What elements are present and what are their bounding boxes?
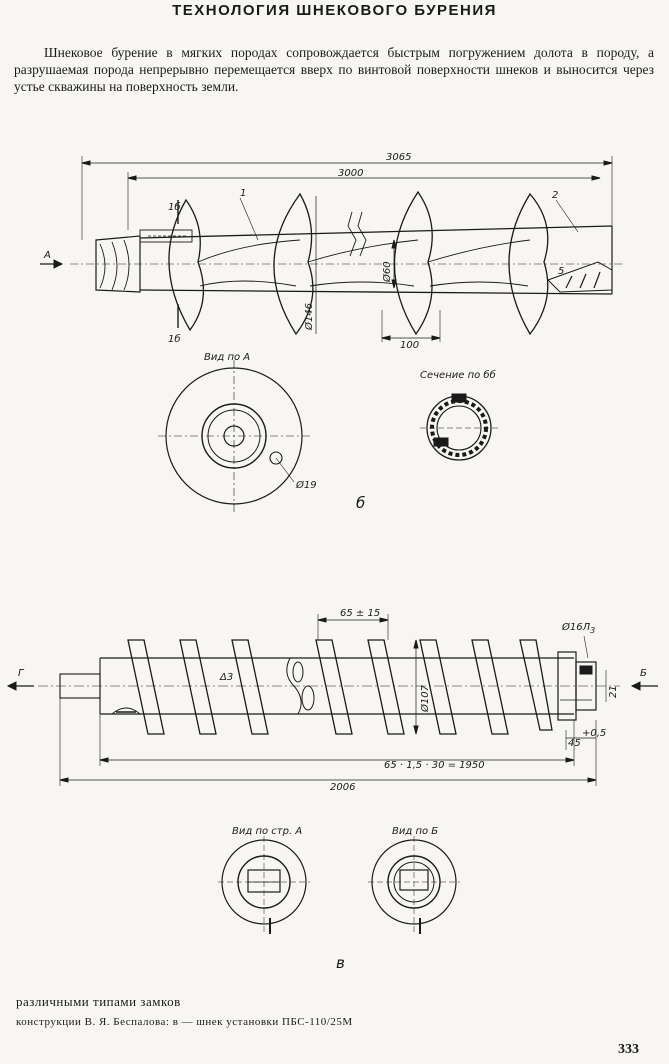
intro-paragraph: Шнековое бурение в мягких породах сопров… bbox=[14, 45, 654, 94]
fig-b-section-top: 1б bbox=[168, 201, 181, 213]
fig-v-dim-45: 45 bbox=[568, 738, 581, 749]
figure-b-section bbox=[420, 393, 498, 461]
fig-b-hole-dia: Ø19 bbox=[295, 479, 317, 491]
fig-b-dim-inner: 3000 bbox=[338, 168, 363, 179]
fig-v-hole-sub: 3 bbox=[590, 626, 595, 635]
fig-b-part-1: 1 bbox=[240, 188, 246, 199]
figure-v-side-view bbox=[6, 614, 658, 786]
fig-b-view-a-label: Вид по А bbox=[204, 352, 250, 363]
fig-v-pitch: 65 ± 15 bbox=[340, 608, 380, 619]
fig-b-view-arrow: А bbox=[43, 250, 51, 261]
fig-b-section-bottom: 1б bbox=[168, 333, 181, 345]
fig-v-letter: в bbox=[336, 954, 345, 972]
fig-v-dim-45-tol: +0,5 bbox=[582, 728, 606, 739]
figure-b-side-view bbox=[40, 156, 625, 342]
fig-b-dim-total: 3065 bbox=[386, 152, 411, 163]
caption-line-2: конструкции В. Я. Беспалова: в — шнек ус… bbox=[16, 1016, 353, 1028]
fig-b-letter: б bbox=[356, 494, 365, 512]
fig-v-length-formula: 65 · 1,5 · 30 = 1950 bbox=[384, 760, 485, 771]
fig-v-length-total: 2006 bbox=[330, 782, 355, 793]
page-title: ТЕХНОЛОГИЯ ШНЕКОВОГО БУРЕНИЯ bbox=[172, 2, 497, 19]
fig-b-dia-shaft: Ø60 bbox=[381, 261, 393, 283]
fig-v-view-a-label: Вид по стр. А bbox=[232, 826, 302, 837]
fig-v-dia: Ø107 bbox=[419, 684, 431, 713]
page-number: 333 bbox=[618, 1042, 639, 1057]
fig-v-right-arrow: Б bbox=[640, 668, 647, 679]
fig-b-part-5: 5 bbox=[558, 266, 564, 277]
fig-b-section-label: Сечение по бб bbox=[420, 369, 496, 381]
fig-v-hole-text: Ø16Л bbox=[561, 621, 591, 633]
figure-v-end-views bbox=[218, 836, 460, 934]
fig-v-view-b-label: Вид по Б bbox=[392, 826, 438, 837]
fig-v-hole: Ø16Л3 bbox=[561, 621, 595, 635]
figure-b-view-a bbox=[158, 360, 312, 512]
fig-v-wall: Δ3 bbox=[219, 672, 233, 683]
fig-b-dia-flight: Ø146 bbox=[303, 303, 315, 331]
fig-v-dim-21: 21 bbox=[608, 685, 619, 698]
caption-line-1: различными типами замков bbox=[16, 994, 181, 1009]
fig-b-part-2: 2 bbox=[552, 190, 558, 201]
fig-b-pitch: 100 bbox=[400, 340, 419, 351]
fig-v-left-arrow: Г bbox=[18, 668, 25, 679]
